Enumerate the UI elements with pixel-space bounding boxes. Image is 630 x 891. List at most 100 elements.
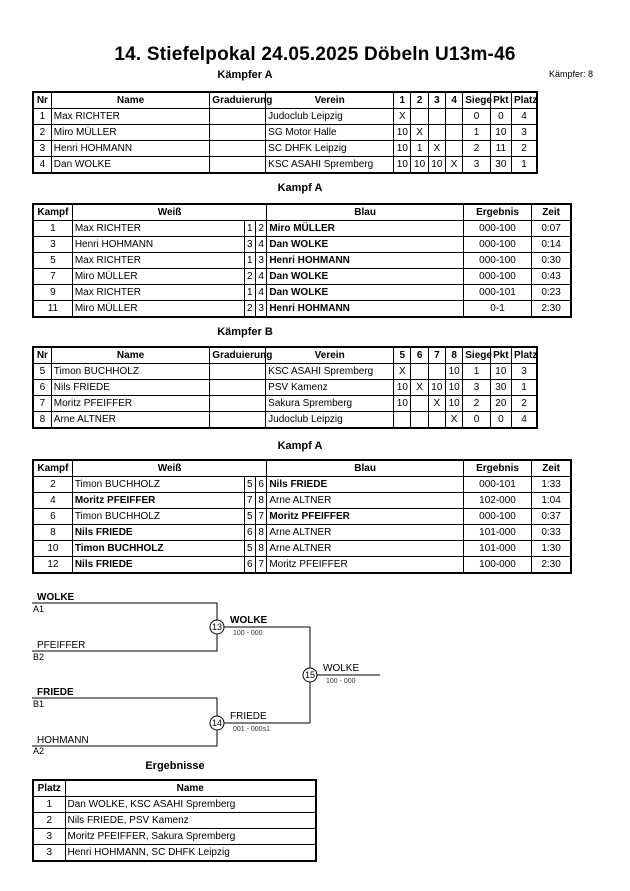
cell-s4: 10 [444, 363, 464, 380]
pool-a-heading: Kämpfer A [217, 69, 273, 81]
column-header: 5 [393, 346, 412, 364]
column-header: Platz [511, 346, 538, 364]
ergebnisse-heading: Ergebnisse [145, 760, 205, 772]
cell-siege: 0 [462, 108, 491, 125]
cell-zeit: 0:33 [531, 524, 572, 541]
cell-kampf: 5 [32, 252, 73, 269]
cell-pkt: 11 [489, 140, 513, 157]
cell-blau-nr: 8 [254, 492, 268, 509]
cell-weiss: Timon BUCHHOLZ [71, 476, 245, 493]
column-header: 1 [393, 91, 412, 109]
cell-weiss-nr: 5 [243, 476, 256, 493]
cell-siege: 1 [462, 363, 491, 380]
cell-s1: 10 [393, 379, 412, 396]
column-header: Zeit [531, 459, 572, 477]
sf1-fight-number: 13 [212, 622, 222, 632]
cell-blau: Arne ALTNER [266, 540, 464, 557]
cell-pkt: 30 [489, 156, 513, 174]
cell-s1: 10 [393, 124, 412, 141]
cell-kampf: 10 [32, 540, 73, 557]
cell-nr: 1 [32, 108, 52, 125]
kampf-b-heading: Kampf A [277, 440, 323, 452]
cell-verein: SC DHFK Leipzig [265, 140, 395, 157]
cell-weiss: Nils FRIEDE [71, 556, 245, 574]
cell-blau-nr: 7 [254, 508, 268, 525]
cell-blau: Dan WOLKE [266, 268, 464, 285]
column-header: Kampf [32, 203, 73, 221]
cell-s4: 10 [444, 379, 464, 396]
cell-kampf: 4 [32, 492, 73, 509]
column-header: Blau [266, 459, 464, 477]
cell-weiss: Nils FRIEDE [71, 524, 245, 541]
cell-platz: 1 [32, 796, 66, 813]
cell-blau: Henri HOHMANN [266, 252, 464, 269]
cell-s2 [410, 363, 429, 380]
cell-siege: 2 [462, 395, 491, 412]
cell-name: Miro MÜLLER [50, 124, 211, 141]
cell-s2 [410, 395, 429, 412]
column-header: Nr [32, 346, 52, 364]
cell-weiss: Max RICHTER [71, 252, 245, 269]
sf1-top-name: WOLKE [37, 592, 75, 603]
cell-siege: 1 [462, 124, 491, 141]
cell-blau-nr: 4 [254, 268, 268, 285]
cell-blau-nr: 7 [254, 556, 268, 574]
cell-name: Dan WOLKE [50, 156, 211, 174]
cell-kampf: 8 [32, 524, 73, 541]
cell-kampf: 2 [32, 476, 73, 493]
cell-blau-nr: 2 [254, 220, 268, 237]
column-header: Verein [265, 91, 395, 109]
ko-bracket: WOLKE A1 PFEIFFER B2 13 WOLKE 100 - 000 … [32, 592, 380, 756]
cell-siege: 2 [462, 140, 491, 157]
column-header: Blau [266, 203, 464, 221]
cell-pkt: 20 [489, 395, 513, 412]
cell-weiss-nr: 2 [243, 268, 256, 285]
cell-grad [209, 411, 267, 429]
cell-verein: Judoclub Leipzig [265, 108, 395, 125]
cell-platz: 2 [32, 812, 66, 829]
cell-ergebnis: 000-100 [462, 268, 533, 285]
cell-platz: 3 [32, 844, 66, 862]
cell-weiss-nr: 1 [243, 252, 256, 269]
cell-s1: X [393, 363, 412, 380]
sf2-top-seed: B1 [33, 699, 44, 709]
cell-s3 [427, 108, 447, 125]
sf1-bot-name: PFEIFFER [37, 640, 85, 651]
cell-s3: X [427, 395, 447, 412]
kaempfer-count: Kämpfer: 8 [549, 69, 594, 79]
cell-zeit: 0:30 [531, 252, 572, 269]
cell-platz: 3 [32, 828, 66, 845]
cell-zeit: 2:30 [531, 556, 572, 574]
sf1-top-seed: A1 [33, 604, 44, 614]
cell-s4 [444, 140, 464, 157]
sf2-bot-name: HOHMANN [37, 735, 89, 746]
cell-kampf: 1 [32, 220, 73, 237]
cell-s4: X [444, 411, 464, 429]
final-score: 100 - 000 [326, 678, 356, 685]
sf2-fight-number: 14 [212, 718, 222, 728]
cell-platz: 1 [511, 156, 538, 174]
cell-pkt: 30 [489, 379, 513, 396]
cell-name: Arne ALTNER [50, 411, 211, 429]
cell-siege: 0 [462, 411, 491, 429]
cell-s4 [444, 124, 464, 141]
column-header: Weiß [71, 459, 268, 477]
cell-zeit: 1:04 [531, 492, 572, 509]
column-header: Ergebnis [462, 459, 533, 477]
